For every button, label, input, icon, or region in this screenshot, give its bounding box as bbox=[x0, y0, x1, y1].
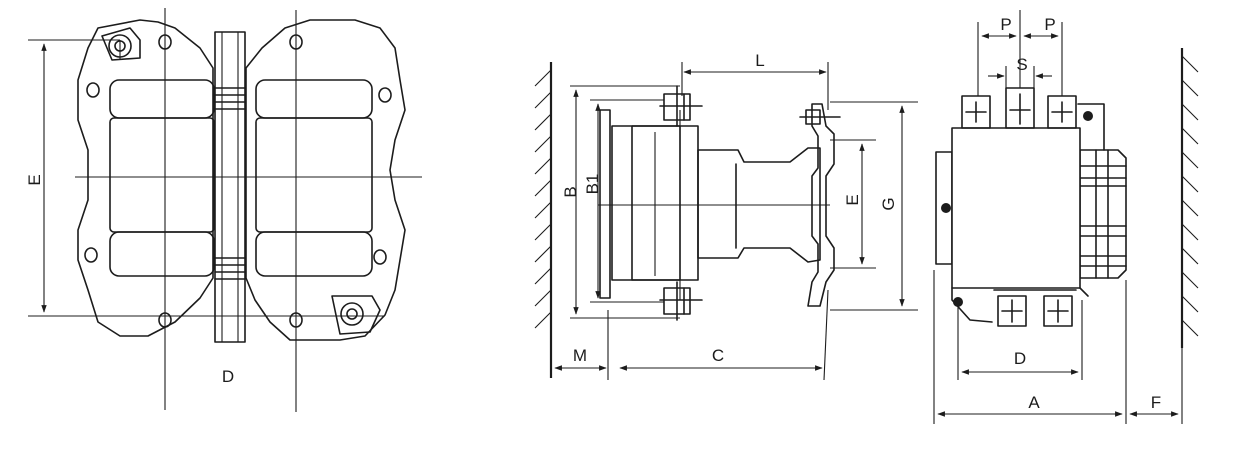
front-left-window-mid bbox=[109, 117, 215, 233]
front-right-window-bottom bbox=[255, 231, 373, 277]
front-left-window-top bbox=[109, 79, 215, 119]
side-plate bbox=[599, 109, 611, 299]
top-left-dot bbox=[941, 203, 951, 213]
side-coil-core bbox=[631, 125, 681, 281]
front-label-D: D bbox=[222, 367, 234, 386]
side-label-B1: B1 bbox=[583, 174, 602, 195]
top-wall-hatch bbox=[1181, 55, 1199, 337]
side-view: L B B1 E G M C bbox=[534, 51, 918, 381]
top-aux-block bbox=[1079, 149, 1127, 279]
top-main-body bbox=[951, 127, 1081, 289]
front-spring-coils bbox=[214, 87, 246, 280]
side-label-B: B bbox=[561, 186, 580, 197]
front-view: E D bbox=[25, 8, 422, 412]
front-left-window-bottom bbox=[109, 231, 215, 277]
side-label-E: E bbox=[843, 194, 862, 205]
top-aux-slots bbox=[1079, 149, 1127, 279]
side-bolt-bottom bbox=[659, 281, 703, 321]
front-screw-top-left bbox=[101, 27, 141, 61]
side-armature bbox=[697, 147, 821, 263]
front-center-bar bbox=[214, 31, 246, 343]
side-flange bbox=[807, 103, 835, 307]
side-wall-hatch bbox=[534, 69, 552, 329]
front-right-window-mid bbox=[255, 117, 373, 233]
top-label-A: A bbox=[1028, 393, 1040, 412]
side-label-L: L bbox=[755, 51, 764, 70]
top-terminals-upper bbox=[961, 87, 1105, 151]
front-right-plate bbox=[245, 19, 406, 341]
top-terminals-lower bbox=[951, 287, 1089, 327]
front-label-E: E bbox=[25, 174, 44, 185]
top-label-F: F bbox=[1151, 393, 1161, 412]
side-label-M: M bbox=[573, 346, 587, 365]
front-left-plate bbox=[77, 19, 214, 337]
top-label-D: D bbox=[1014, 349, 1026, 368]
front-right-window-top bbox=[255, 79, 373, 119]
front-screw-bottom-right bbox=[331, 295, 381, 335]
top-view: P P S D A F bbox=[933, 10, 1199, 424]
top-label-S: S bbox=[1016, 55, 1027, 74]
top-label-P-left: P bbox=[1000, 15, 1011, 34]
side-bolt-flange bbox=[799, 109, 841, 125]
top-label-P-right: P bbox=[1044, 15, 1055, 34]
side-bolt-top bbox=[659, 85, 703, 127]
side-label-C: C bbox=[712, 346, 724, 365]
side-label-G: G bbox=[879, 197, 898, 210]
